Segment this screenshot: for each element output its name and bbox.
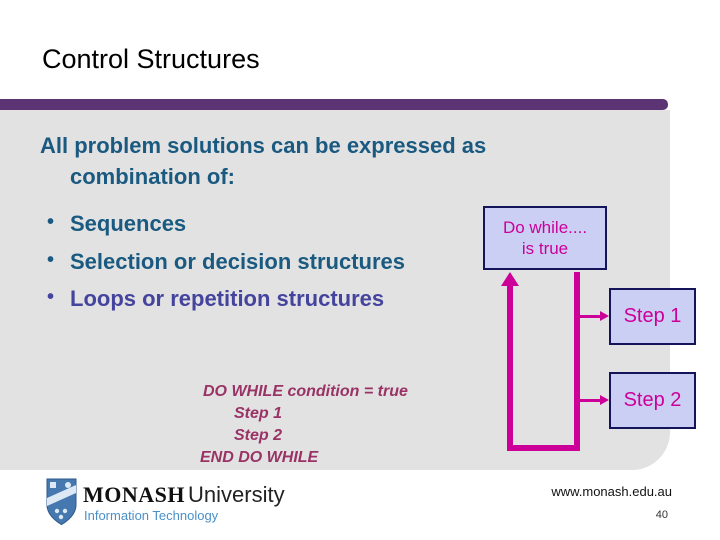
footer-website-url: www.monash.edu.au: [551, 484, 672, 499]
bullet-selection: • Selection or decision structures: [47, 249, 405, 275]
condition-text-line2: is true: [521, 239, 569, 258]
pseudocode-line: DO WHILE condition = true: [203, 383, 408, 400]
pseudocode-block: DO WHILE condition = true Step 1 Step 2 …: [200, 381, 408, 469]
intro-line-1: All problem solutions can be expressed a…: [40, 133, 487, 158]
step2-branch-line: [577, 399, 603, 402]
bullet-icon: •: [47, 211, 55, 233]
dowhile-condition-box: Do while.... is true: [483, 206, 607, 270]
logo-monash-label: MONASH: [83, 482, 185, 507]
logo-subtitle: Information Technology: [84, 508, 219, 523]
step2-box: Step 2: [609, 372, 696, 429]
bullet-sequences: • Sequences: [47, 211, 186, 237]
title-accent-bar: [0, 99, 668, 110]
pseudocode-line: Step 1: [234, 405, 283, 422]
step1-arrowhead-icon: [600, 311, 609, 321]
step2-arrowhead-icon: [600, 395, 609, 405]
intro-line-2: combination of:: [70, 164, 235, 189]
pseudocode-line: Step 2: [234, 427, 283, 444]
bullet-icon: •: [47, 286, 55, 308]
slide-page-number: 40: [655, 509, 668, 521]
step1-branch-line: [577, 315, 603, 318]
loop-left-line: [507, 285, 513, 446]
loop-up-arrowhead-icon: [501, 272, 519, 286]
bullet-label: Selection or decision structures: [70, 249, 405, 274]
logo-university-label: University: [188, 482, 285, 507]
condition-text-line1: Do while....: [502, 218, 588, 237]
content-panel: [0, 110, 670, 470]
step1-box: Step 1: [609, 288, 696, 345]
bullet-label: Sequences: [70, 211, 187, 236]
pseudocode-line: END DO WHILE: [200, 449, 319, 466]
bullet-loops: • Loops or repetition structures: [47, 286, 384, 312]
loop-right-line: [574, 272, 580, 451]
bullet-icon: •: [47, 249, 55, 271]
bullet-label: Loops or repetition structures: [70, 286, 385, 311]
loop-bottom-line: [507, 445, 580, 451]
monash-shield-icon: [46, 478, 77, 526]
page-title: Control Structures: [42, 44, 260, 74]
